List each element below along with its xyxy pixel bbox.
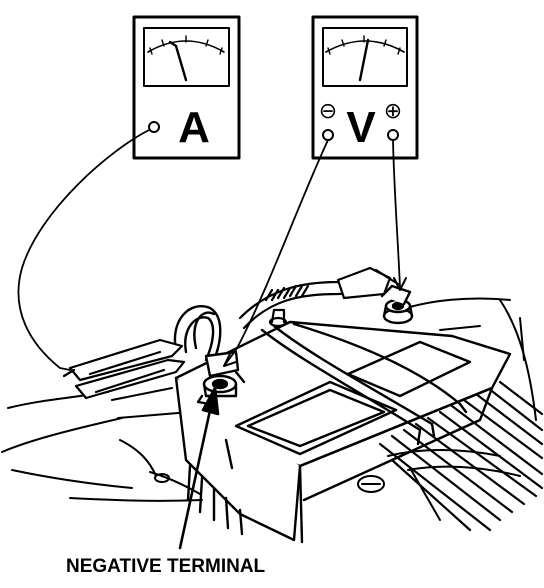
test-leads bbox=[17, 129, 407, 371]
voltmeter-negative-jack bbox=[322, 129, 334, 141]
battery-stud bbox=[268, 308, 288, 328]
voltmeter-negative-lead bbox=[223, 139, 329, 367]
voltmeter-positive-symbol: ⊕ bbox=[384, 99, 402, 124]
negative-terminal-callout-arrow bbox=[178, 386, 220, 550]
voltmeter: ⊖ ⊕ V bbox=[311, 15, 419, 160]
negative-battery-cable bbox=[173, 305, 222, 362]
ammeter-input-jack bbox=[148, 121, 160, 133]
positive-cable bbox=[238, 266, 400, 330]
voltmeter-needle bbox=[358, 38, 370, 82]
ammeter-symbol: A bbox=[178, 103, 210, 152]
ammeter-needle bbox=[174, 44, 188, 82]
voltmeter-symbol: V bbox=[346, 103, 376, 152]
negative-terminal-label: NEGATIVE TERMINAL bbox=[66, 556, 266, 577]
ammeter: A bbox=[132, 15, 241, 160]
alligator-clip bbox=[62, 338, 186, 400]
radiator-ribs bbox=[378, 380, 544, 532]
engine-bay-background bbox=[1, 297, 537, 521]
voltmeter-negative-symbol: ⊖ bbox=[319, 99, 337, 124]
voltmeter-positive-jack bbox=[387, 129, 399, 141]
ammeter-lead bbox=[17, 129, 150, 371]
voltmeter-scale bbox=[325, 40, 405, 53]
positive-terminal bbox=[380, 284, 414, 325]
radiator-cap bbox=[357, 475, 385, 493]
voltmeter-positive-lead bbox=[392, 139, 401, 289]
